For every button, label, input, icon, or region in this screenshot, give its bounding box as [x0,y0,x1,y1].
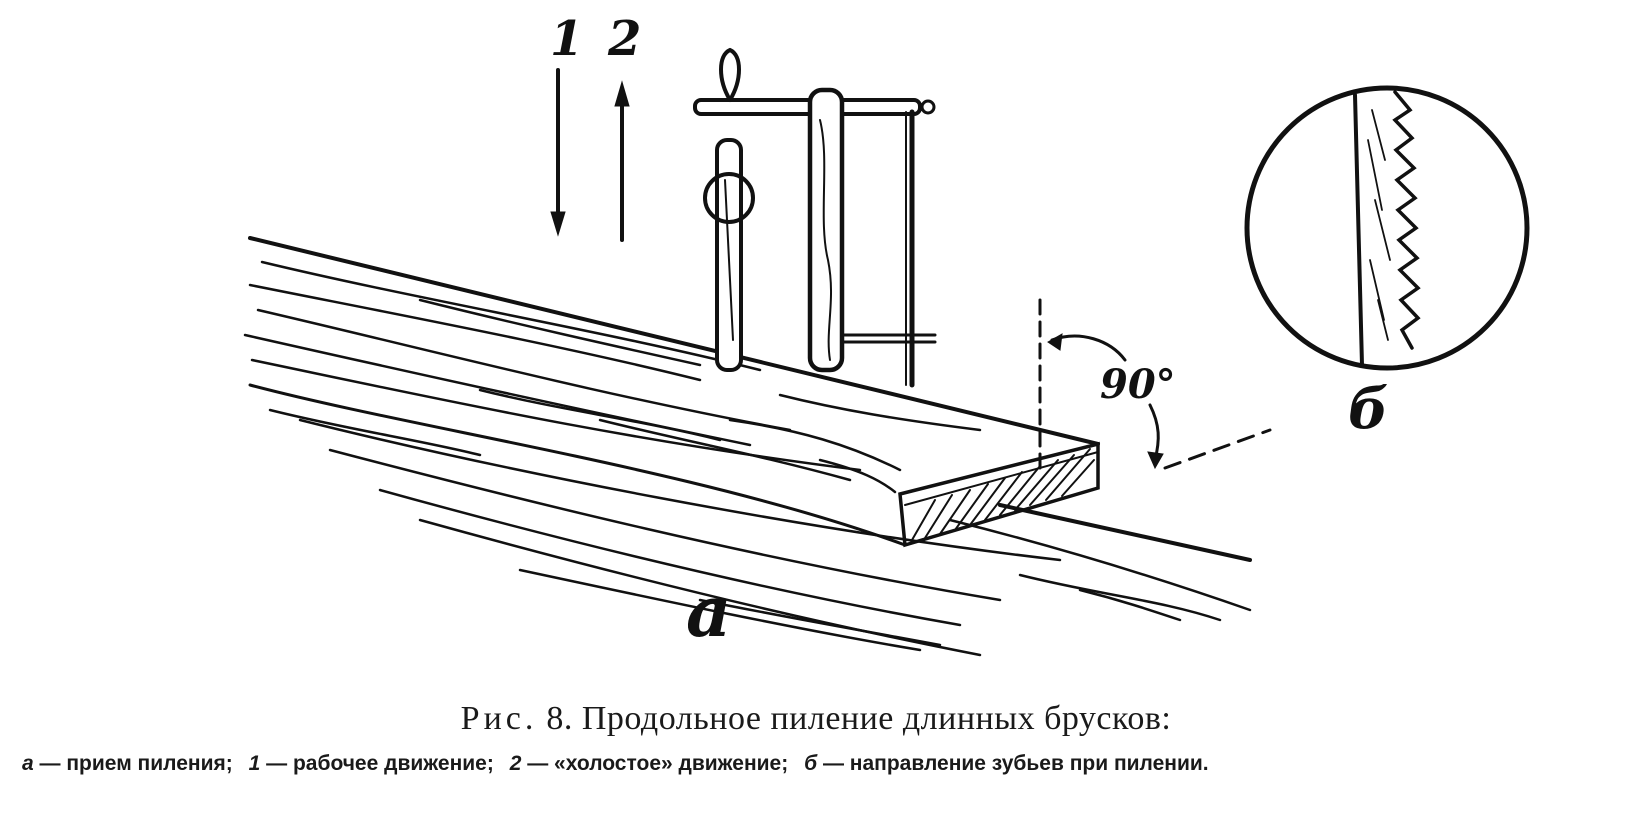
angle-indicator [1038,298,1272,472]
caption-legend: а — прием пиления; 1 — рабочее движение;… [22,752,1622,776]
bow-saw [693,47,937,388]
caption-prefix: Рис. [460,700,538,737]
movement-arrows [550,68,630,242]
label-a: а [686,570,731,653]
legend-text-a: — прием пиления; [39,752,233,775]
label-b: б [1348,376,1388,442]
saw-diagram: 1 2 90° б а [243,11,1530,657]
caption-title-text: Продольное пиление длинных брусков: [581,700,1172,737]
caption-number: 8. [546,700,573,737]
figure-caption: Рис. 8. Продольное пиление длинных бруск… [0,700,1632,738]
angle-label: 90° [1100,361,1176,408]
wood-board [243,236,1252,657]
legend-key-a: а [22,752,34,775]
legend-key-2: 2 [509,752,522,775]
legend-key-b: б [804,752,818,775]
legend-key-1: 1 [248,752,261,775]
teeth-detail [1244,85,1530,371]
legend-text-2: — «холостое» движение; [527,752,789,775]
legend-text-1: — рабочее движение; [266,752,494,775]
legend-text-b: — направление зубьев при пилении. [822,752,1209,775]
label-2: 2 [607,11,641,67]
label-1: 1 [550,11,583,67]
